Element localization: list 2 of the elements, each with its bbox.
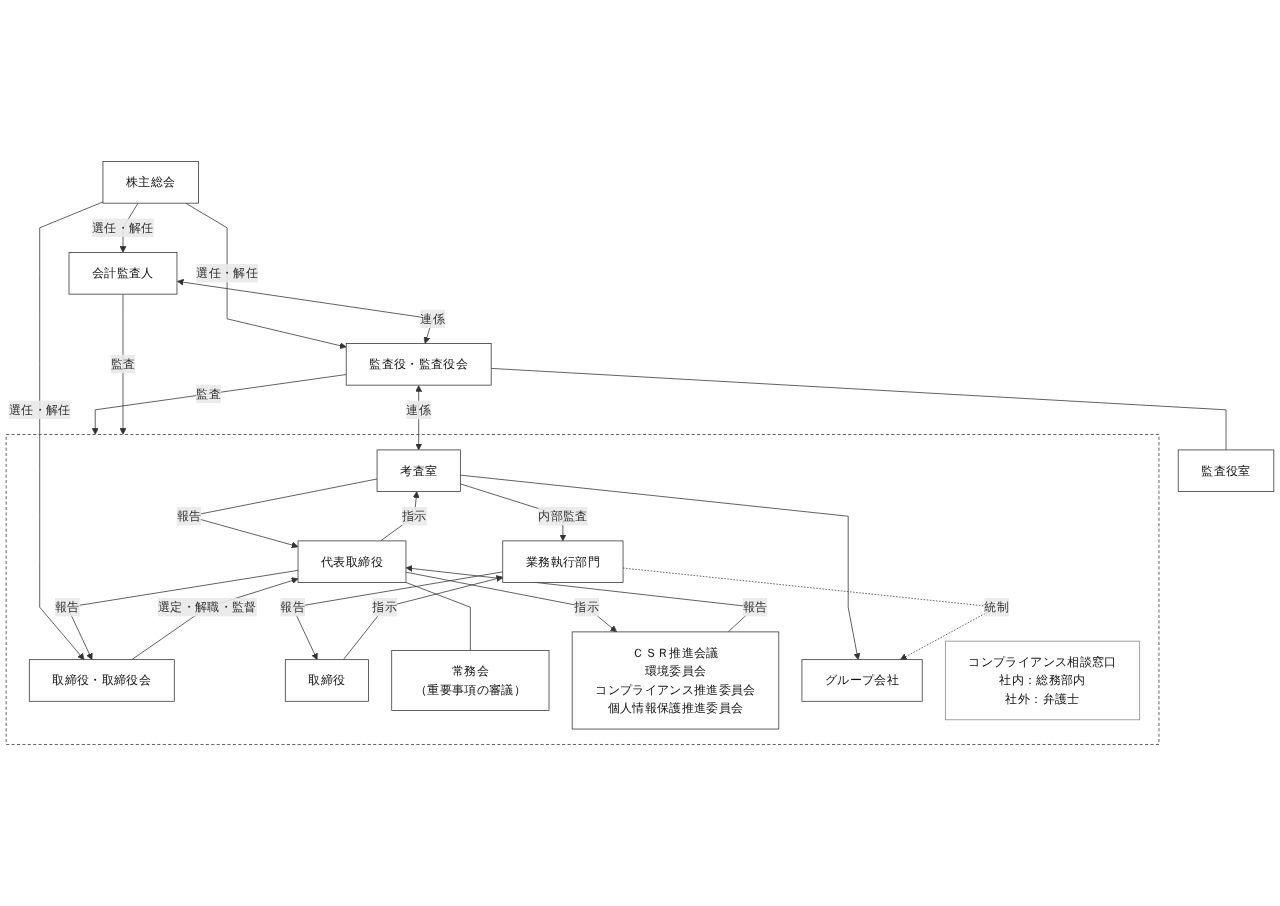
- connector: [490, 368, 1227, 451]
- cluster: [5, 434, 1160, 745]
